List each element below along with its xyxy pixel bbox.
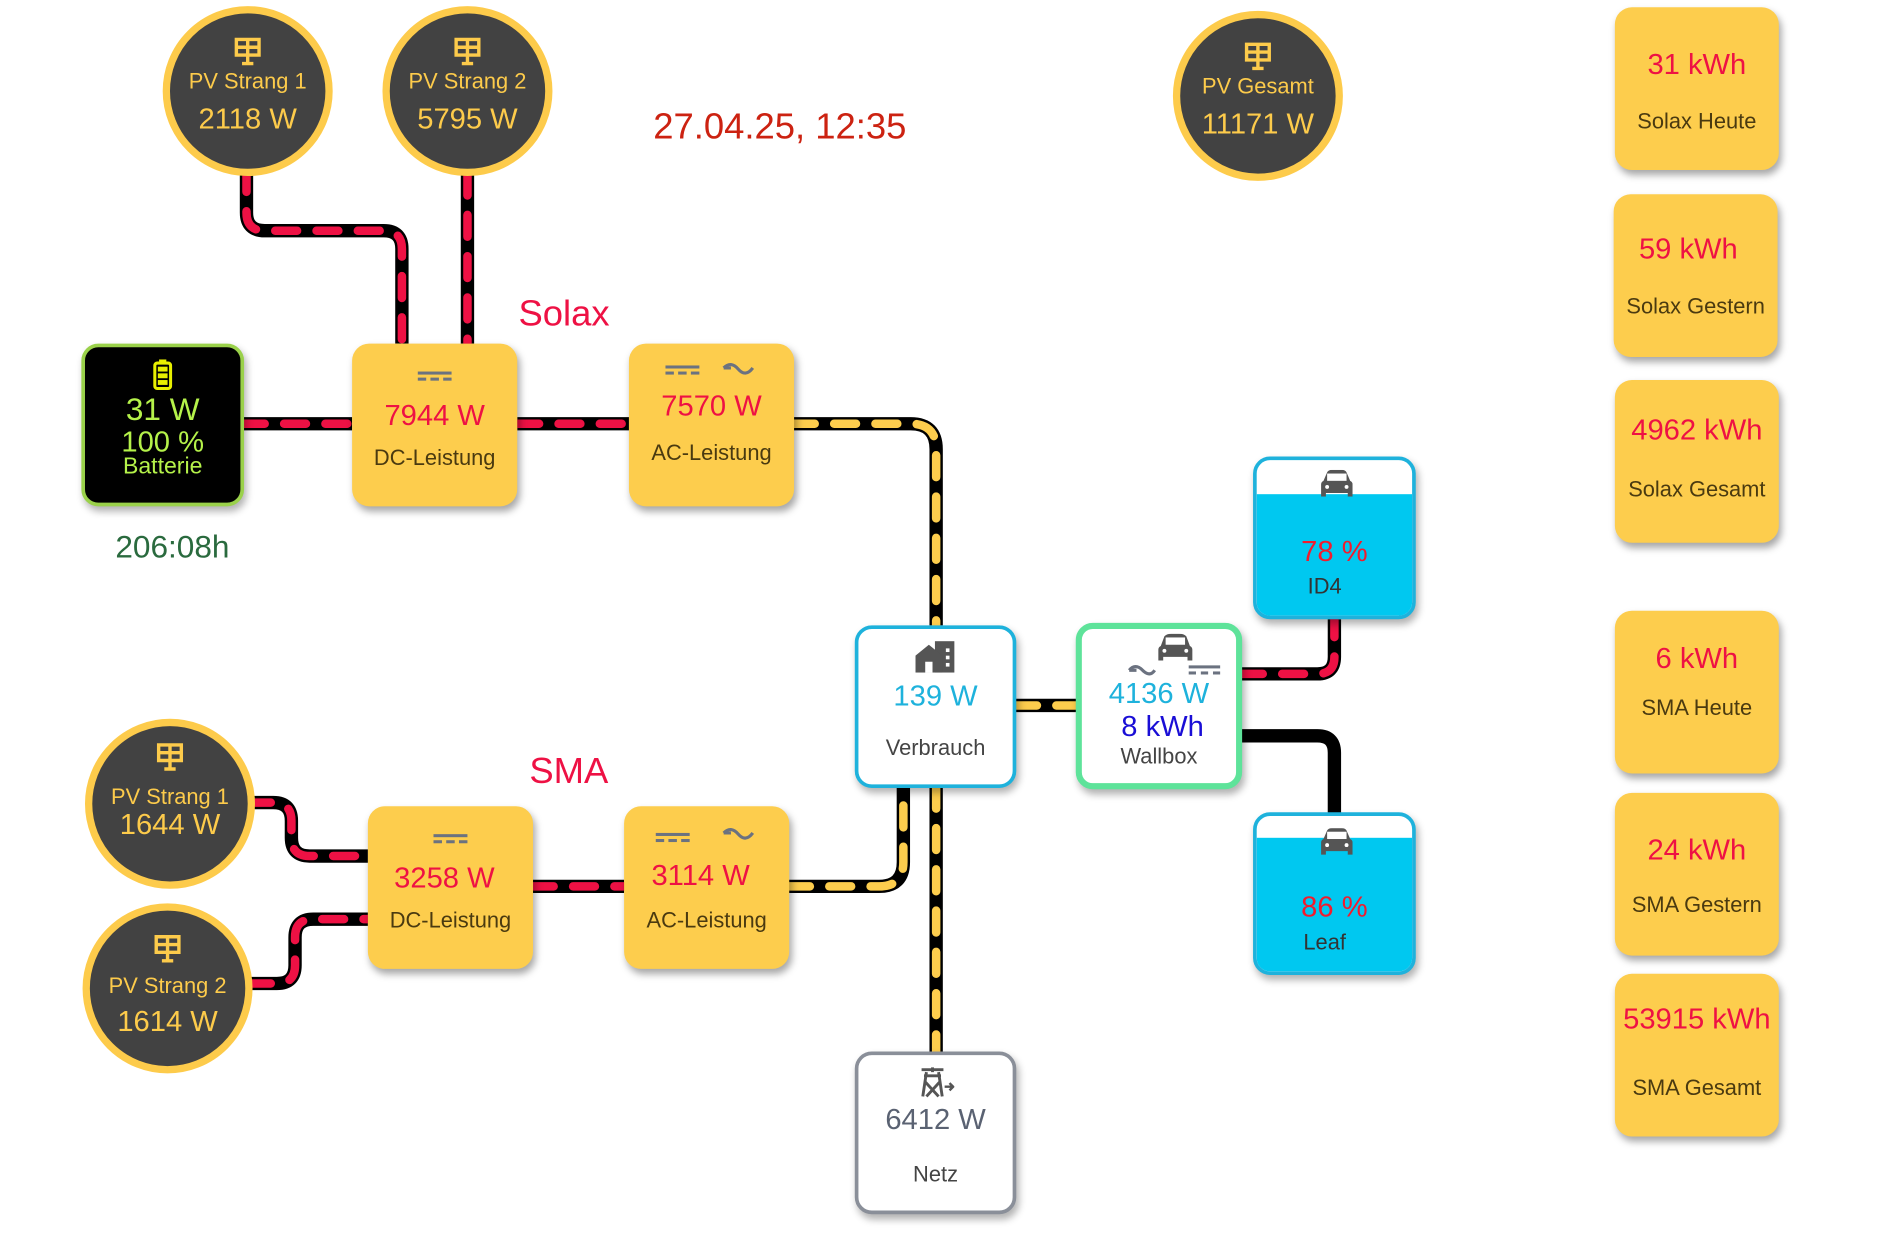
stat-value: 53915 kWh — [1623, 1002, 1771, 1036]
pv-value: 5795 W — [417, 103, 518, 136]
stat-label: SMA Gestern — [1631, 892, 1762, 917]
pv-label: PV Strang 2 — [408, 69, 527, 94]
pv-label: PV Strang 1 — [111, 784, 229, 809]
line-sma-pv1-dc — [244, 795, 373, 863]
battery-label: Batterie — [122, 454, 203, 480]
stat-value: 4962 kWh — [1631, 414, 1763, 447]
solar-panel-icon — [156, 743, 184, 771]
pv-value: 1644 W — [119, 808, 221, 842]
ac-value: 3114 W — [651, 859, 750, 893]
car-soc-fill — [1256, 837, 1413, 972]
line-wallbox-id4 — [1236, 614, 1342, 681]
car-soc-value: 86 % — [1301, 891, 1368, 925]
stat-value: 31 kWh — [1647, 48, 1747, 82]
car-icon — [1321, 828, 1353, 855]
stat-label: SMA Heute — [1641, 695, 1753, 721]
battery-icon — [153, 359, 173, 391]
car-id4-tile[interactable]: 78 % ID4 — [1253, 456, 1416, 620]
car-soc-fill — [1256, 494, 1413, 616]
consumption-tile[interactable]: 139 W Verbrauch — [854, 625, 1017, 789]
car-leaf-tile[interactable]: 86 % Leaf — [1253, 812, 1416, 976]
solar-panel-icon — [234, 37, 261, 66]
line-sma-ac-consumption — [783, 782, 911, 894]
sma-ac-tile[interactable]: 3114 W AC-Leistung — [624, 806, 790, 969]
dc-value: 7944 W — [384, 399, 485, 433]
line-sma-pv2-dc — [244, 912, 373, 991]
solar-panel-icon — [1244, 42, 1271, 71]
stat-value: 6 kWh — [1655, 642, 1739, 676]
sma-pv-string-1[interactable]: PV Strang 1 1644 W — [84, 718, 255, 889]
car-soc-value: 78 % — [1301, 535, 1368, 569]
ac-label: AC-Leistung — [651, 440, 772, 466]
dc-ac-icon — [655, 828, 755, 843]
stat-tile: 53915 kWh SMA Gesamt — [1614, 973, 1779, 1137]
car-label: ID4 — [1307, 574, 1342, 599]
stat-tile: 4962 kWh Solax Gesamt — [1614, 380, 1779, 543]
grid-label: Netz — [913, 1161, 959, 1187]
dc-icon — [433, 834, 468, 844]
pv-value: 1614 W — [117, 1005, 218, 1039]
car-icon — [1321, 469, 1353, 497]
stat-value: 59 kWh — [1638, 233, 1738, 266]
sma-dc-tile[interactable]: 3258 W DC-Leistung — [367, 806, 534, 969]
dc-icon — [417, 371, 452, 381]
battery-remaining-time: 206:08h — [115, 528, 230, 565]
stat-label: Solax Gestern — [1626, 293, 1765, 319]
stat-tile: 31 kWh Solax Heute — [1614, 7, 1779, 170]
stat-tile: 6 kWh SMA Heute — [1614, 610, 1779, 774]
line-solax-pv1-dc — [239, 165, 409, 348]
wallbox-power: 4136 W — [1108, 677, 1210, 711]
dc-value: 3258 W — [394, 862, 495, 895]
sma-pv-string-2[interactable]: PV Strang 2 1614 W — [82, 903, 253, 1074]
dc-label: DC-Leistung — [373, 445, 496, 470]
power-tower-icon — [920, 1067, 954, 1098]
pv-label: PV Strang 1 — [188, 69, 307, 94]
stat-label: Solax Gesamt — [1628, 477, 1766, 502]
solax-dc-tile[interactable]: 7944 W DC-Leistung — [352, 343, 518, 507]
dc-ac-icon — [665, 362, 755, 375]
solax-pv-string-2[interactable]: PV Strang 2 5795 W — [382, 6, 553, 177]
stat-value: 24 kWh — [1647, 834, 1747, 867]
stat-label: SMA Gesamt — [1632, 1075, 1762, 1101]
grid-tile[interactable]: 6412 W Netz — [854, 1051, 1017, 1215]
solax-title: Solax — [518, 293, 610, 334]
sma-title: SMA — [529, 751, 609, 792]
line-wallbox-leaf — [1240, 729, 1342, 814]
solar-panel-icon — [454, 37, 481, 66]
battery-power: 31 W — [125, 390, 200, 428]
pv-total-label: PV Gesamt — [1202, 74, 1314, 99]
wallbox-energy: 8 kWh — [1121, 710, 1204, 744]
battery-tile[interactable]: 31 W 100 % Batterie — [81, 343, 245, 507]
consumption-value: 139 W — [893, 679, 978, 713]
pv-value: 2118 W — [198, 103, 297, 136]
pv-total-value: 11171 W — [1201, 108, 1315, 141]
house-icon — [914, 641, 954, 673]
solax-pv-string-1[interactable]: PV Strang 1 2118 W — [162, 6, 333, 177]
consumption-label: Verbrauch — [885, 735, 986, 761]
stat-tile: 59 kWh Solax Gestern — [1613, 194, 1778, 357]
pv-label: PV Strang 2 — [108, 973, 227, 999]
solax-ac-tile[interactable]: 7570 W AC-Leistung — [628, 343, 795, 507]
car-charger-icon — [1127, 633, 1220, 676]
stat-label: Solax Heute — [1637, 109, 1757, 134]
ac-label: AC-Leistung — [646, 908, 767, 933]
wallbox-tile[interactable]: 4136 W 8 kWh Wallbox — [1075, 622, 1243, 790]
line-solax-ac-consumption — [788, 417, 943, 630]
car-label: Leaf — [1303, 930, 1346, 955]
datetime-label: 27.04.25, 12:35 — [653, 106, 907, 147]
wallbox-label: Wallbox — [1120, 744, 1198, 769]
dc-label: DC-Leistung — [389, 908, 512, 933]
ac-value: 7570 W — [661, 389, 762, 423]
solar-panel-icon — [154, 935, 181, 963]
battery-soc: 100 % — [121, 426, 205, 459]
grid-value: 6412 W — [885, 1103, 986, 1137]
pv-total[interactable]: PV Gesamt 11171 W — [1172, 10, 1343, 181]
stat-tile: 24 kWh SMA Gestern — [1614, 792, 1779, 956]
